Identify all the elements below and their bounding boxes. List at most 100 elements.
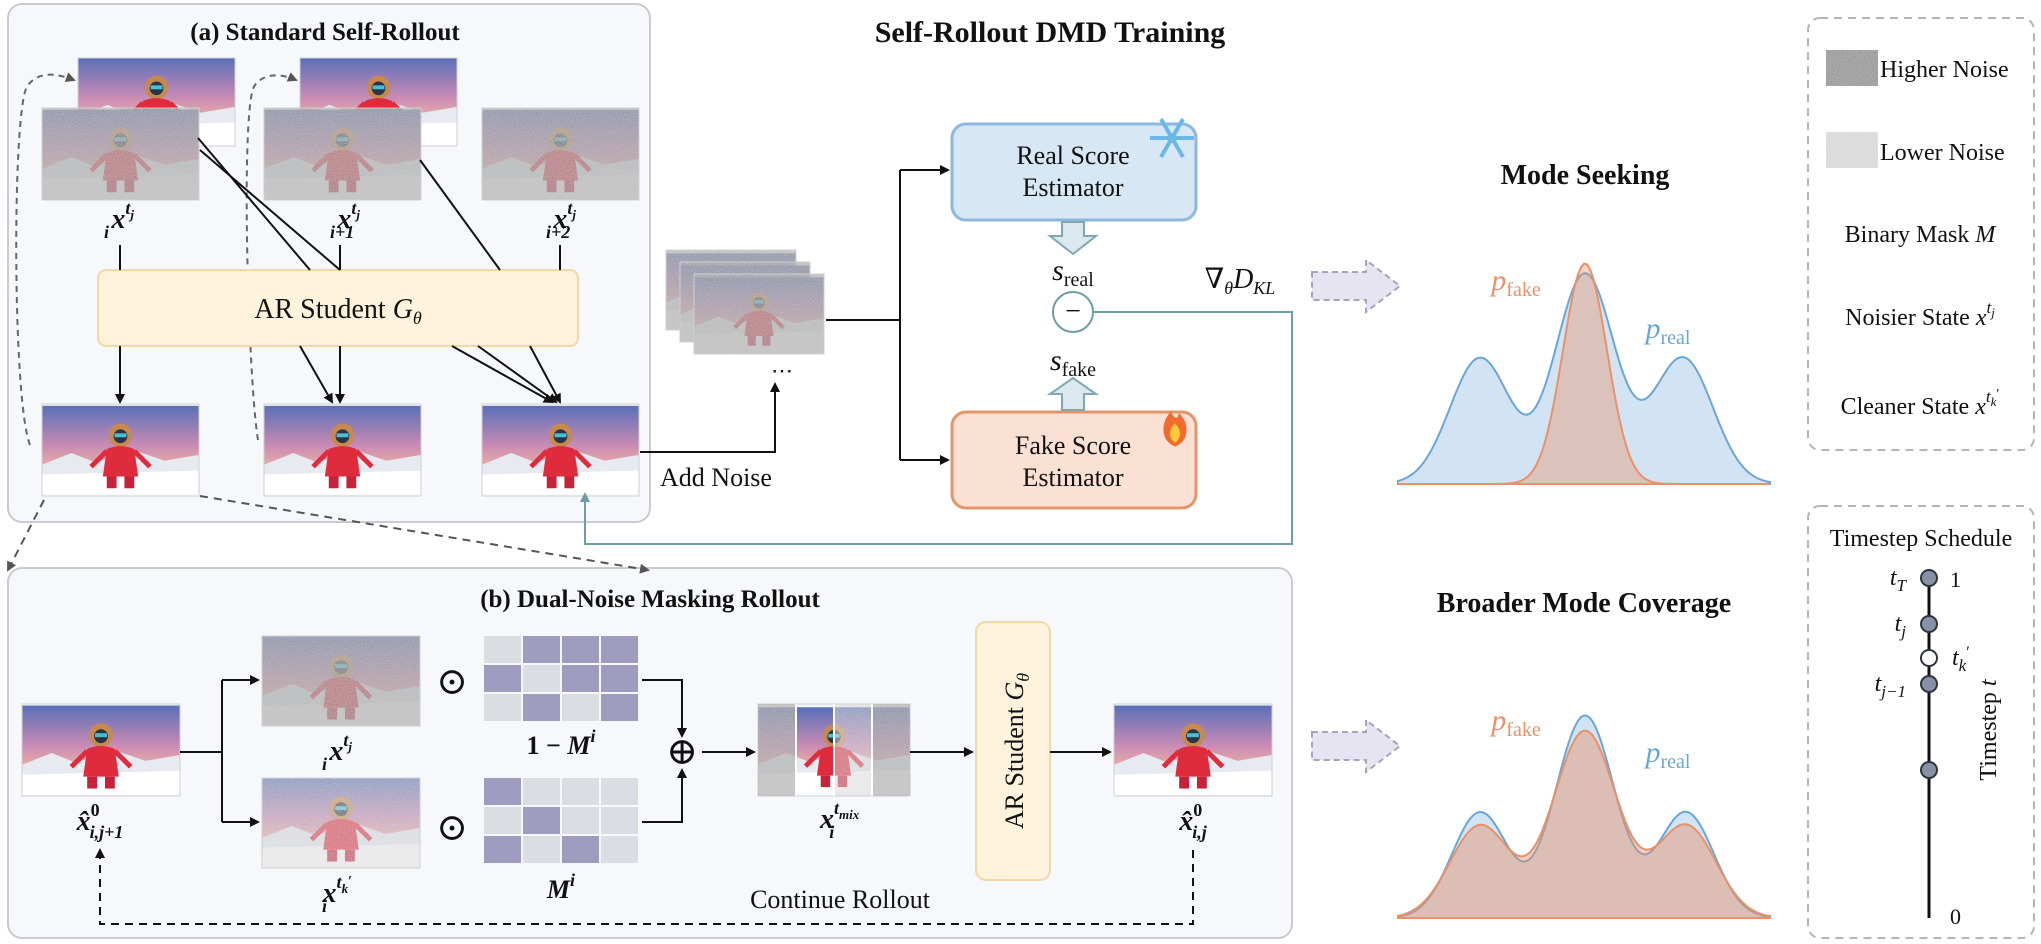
timestep-axis-label: Timestep t — [1976, 678, 2002, 780]
fire-inner — [1170, 423, 1180, 443]
mask-cell — [484, 836, 521, 863]
real-score-estimator-box — [950, 122, 1198, 222]
continue-rollout-path — [95, 848, 1194, 925]
frame-border — [1113, 703, 1273, 797]
timestep-point — [1920, 649, 1938, 667]
real-down-arrow — [1047, 221, 1099, 256]
mask-cell — [601, 807, 638, 834]
timestep-point — [1920, 615, 1938, 633]
frame-border — [481, 403, 640, 497]
noise-overlay — [694, 274, 824, 354]
noisy-stack-3 — [693, 273, 825, 355]
fire-icon — [1163, 410, 1187, 447]
mode-seeking-block-arrow — [1311, 257, 1402, 315]
mix-noise-overlay-1 — [758, 704, 796, 796]
fake-up-arrow — [1046, 376, 1100, 411]
photo-content — [264, 406, 421, 494]
mask-top-to-oplus — [642, 679, 687, 738]
fake-estimator-line1: Fake Score — [1015, 431, 1131, 460]
mask-cell — [523, 836, 560, 863]
mask-cell — [562, 694, 599, 721]
frame-border — [261, 635, 421, 727]
mask-cell — [601, 836, 638, 863]
mask-cell — [523, 807, 560, 834]
legend-box — [1807, 17, 2035, 451]
mask-cell — [562, 636, 599, 663]
cross-line-2 — [197, 137, 311, 271]
frame-output-1 — [41, 403, 200, 497]
feedback-dashed-arrow-1 — [15, 72, 76, 446]
real-estimator-line2: Estimator — [1022, 173, 1123, 202]
cross-line-1 — [199, 149, 341, 271]
mix-noise-overlay-3 — [872, 704, 910, 796]
gradient-feedback-path — [580, 311, 1293, 545]
p-fake-label-a: pfake — [1489, 264, 1541, 301]
frame-output-2 — [263, 403, 422, 497]
frame-border — [693, 273, 825, 355]
s-real-label: sreal — [1052, 254, 1094, 291]
noise-overlay — [262, 636, 420, 726]
frame-output-3 — [481, 403, 640, 497]
arrow-box-out2b — [299, 345, 333, 404]
output-frame-b — [1113, 703, 1273, 797]
fake-estimator-line2: Estimator — [1022, 463, 1123, 492]
p-real-curve-a — [1397, 272, 1771, 485]
noise-overlay — [264, 108, 421, 200]
mask-cell — [484, 778, 521, 805]
p-fake-label-b: pfake — [1489, 704, 1541, 741]
timestep-bottom-value: 0 — [1950, 904, 1961, 929]
mask-cell — [562, 778, 599, 805]
clean-label-b: xtk′i — [322, 872, 353, 916]
minus-symbol: − — [1065, 296, 1081, 327]
clean-frame-b — [261, 777, 421, 869]
p-fake-curve-b — [1397, 729, 1771, 919]
odot-symbol-bottom: ⊙ — [436, 807, 468, 849]
main-title: Self-Rollout DMD Training — [875, 16, 1226, 49]
mask-cell — [484, 694, 521, 721]
noise-overlay — [42, 108, 199, 200]
timestep-point-label: tT — [1890, 565, 1908, 595]
timestep-point-label: tj — [1895, 611, 1907, 641]
mask-cell — [601, 636, 638, 663]
p-real-label-b: preal — [1644, 736, 1691, 773]
frame-border — [263, 107, 422, 201]
frame-border — [21, 703, 181, 797]
mask-cell — [523, 778, 560, 805]
ar-student-box-a — [97, 269, 579, 347]
frame-border — [41, 107, 200, 201]
mask-bottom-to-oplus — [642, 768, 687, 823]
higher-noise-label: Higher Noise — [1880, 57, 2009, 83]
lower-noise-label: Lower Noise — [1880, 140, 2005, 166]
photo-content — [482, 406, 639, 494]
mode-coverage-block-arrow — [1311, 717, 1402, 775]
panel-b-title: (b) Dual-Noise Masking Rollout — [480, 586, 820, 613]
mask-cell — [484, 665, 521, 692]
p-real-label-a: preal — [1644, 312, 1691, 349]
photo-content — [42, 406, 199, 494]
photo-content — [22, 706, 180, 795]
minus-operator — [1052, 291, 1094, 333]
panel-link-right — [199, 495, 650, 574]
mask-cell — [601, 665, 638, 692]
arrow-box-out3c — [451, 345, 554, 403]
mask-cell — [562, 665, 599, 692]
frame-border — [263, 403, 422, 497]
frame-border — [41, 403, 200, 497]
mix-noise-overlay-2 — [834, 704, 872, 796]
oplus-symbol: ⊕ — [666, 731, 698, 773]
mask-cell — [523, 636, 560, 663]
mask-grid — [484, 778, 638, 863]
p-fake-curve-a — [1398, 262, 1770, 485]
binary-mask-label: Binary Mask M — [1845, 222, 1998, 248]
timestep-point-label: tk′ — [1952, 644, 1970, 675]
mask-cell — [484, 636, 521, 663]
cleaner-state-label: Cleaner State xtk′ — [1841, 387, 2000, 420]
panel-a-title: (a) Standard Self-Rollout — [190, 19, 460, 46]
